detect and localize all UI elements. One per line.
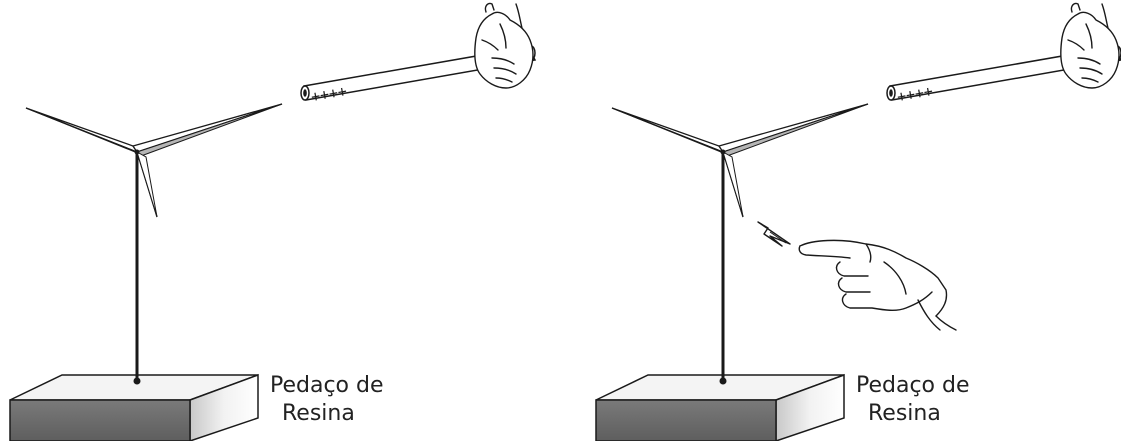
rod-charge-marks-right: ++++ [896,82,935,106]
pointing-finger-icon [798,239,957,331]
scene-left: ++++ Pedaço de Resina [8,1,537,441]
resin-label-line2: Resina [282,401,355,426]
rod-charge-marks: ++++ [310,82,349,106]
scene-right: ++++ Pedaço de Resina [594,1,1121,441]
spark-icon [757,221,791,247]
resin-label-line2-right: Resina [868,401,941,426]
resin-label-line1-right: Pedaço de [856,373,970,398]
resin-label-line1: Pedaço de [270,373,384,398]
